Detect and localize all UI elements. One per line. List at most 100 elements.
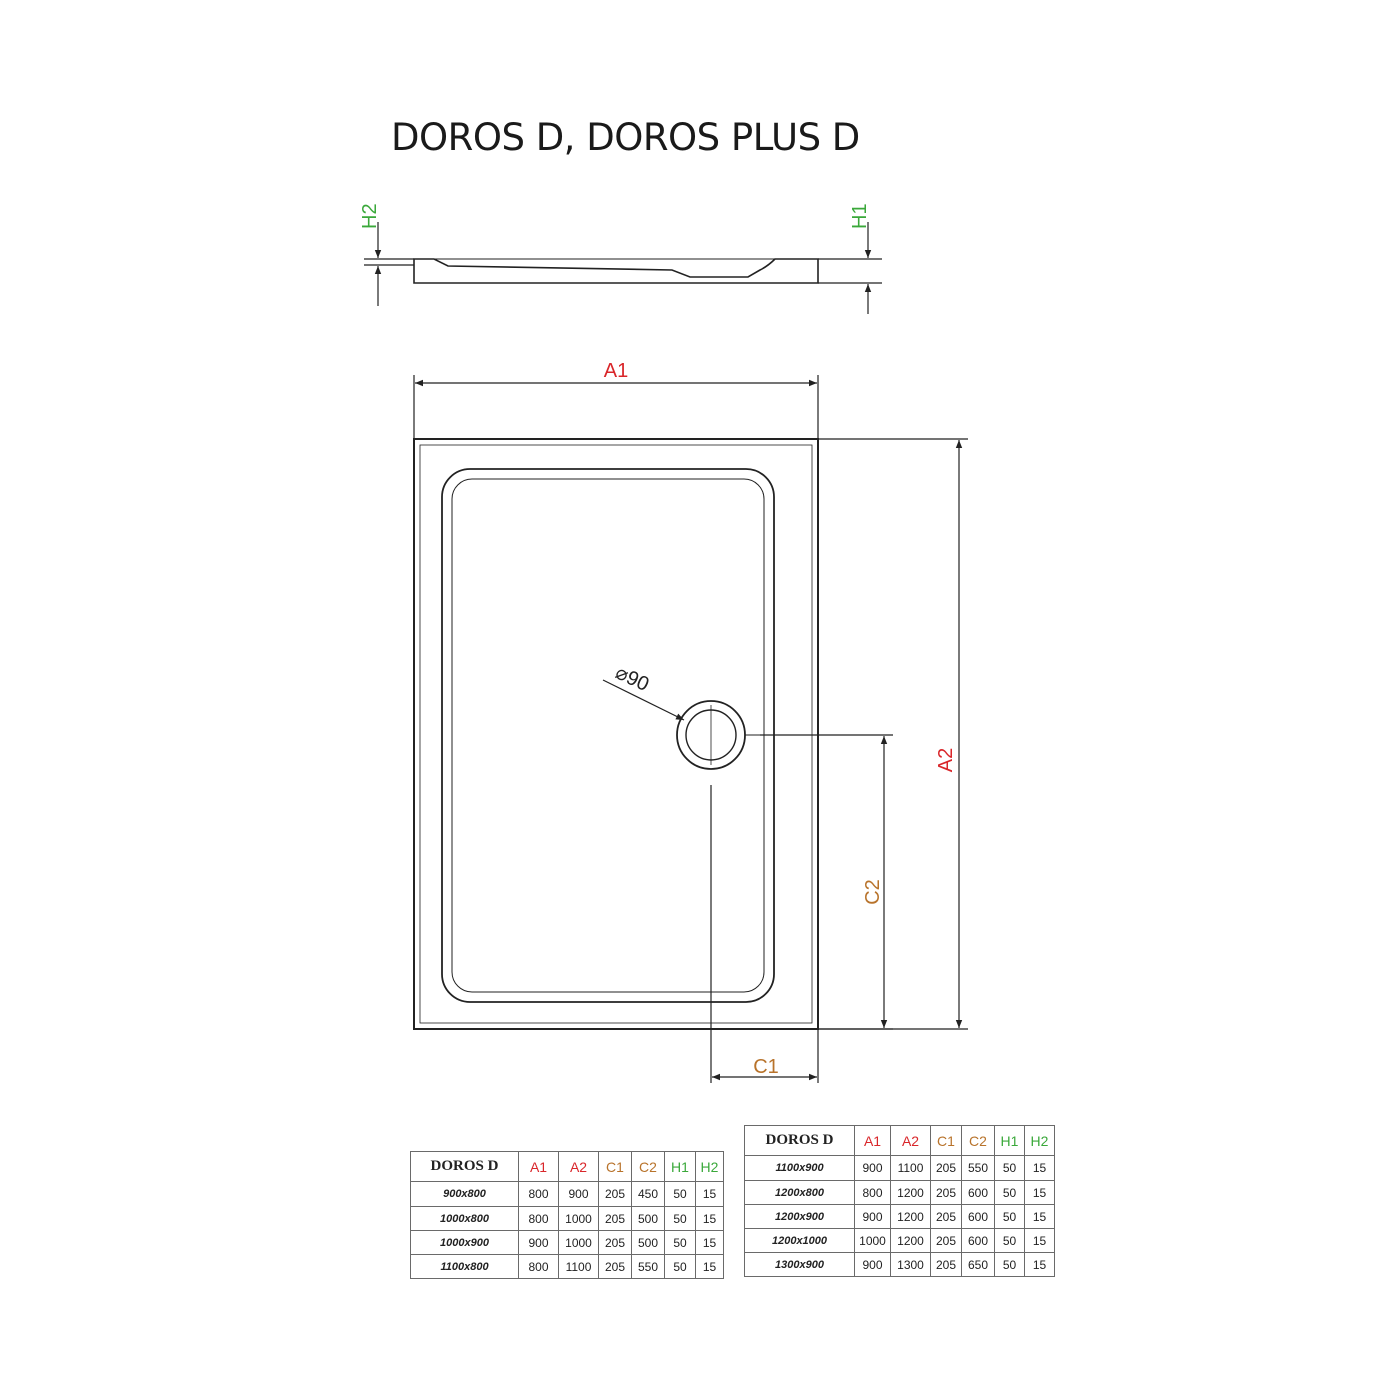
value-cell: 15 xyxy=(695,1206,724,1231)
header-a1: A1 xyxy=(518,1151,559,1182)
drain-leader-line xyxy=(602,679,685,721)
value-cell: 1000 xyxy=(854,1228,891,1253)
table-model-header: DOROS D xyxy=(744,1125,855,1156)
value-cell: 50 xyxy=(994,1204,1025,1229)
value-cell: 15 xyxy=(1024,1204,1055,1229)
size-cell: 1200x1000 xyxy=(744,1228,855,1253)
h2-label: H2 xyxy=(359,203,381,229)
value-cell: 15 xyxy=(1024,1155,1055,1181)
value-cell: 205 xyxy=(598,1206,632,1231)
h1-dimension xyxy=(818,222,882,314)
table-row: 1200x800 800 1200 205 600 50 15 xyxy=(744,1180,1055,1205)
size-cell: 1000x800 xyxy=(410,1206,519,1231)
tray-profile xyxy=(413,258,819,284)
value-cell: 205 xyxy=(930,1228,962,1253)
value-cell: 15 xyxy=(1024,1180,1055,1205)
value-cell: 205 xyxy=(598,1230,632,1255)
value-cell: 50 xyxy=(994,1228,1025,1253)
value-cell: 15 xyxy=(1024,1228,1055,1253)
size-cell: 1200x900 xyxy=(744,1204,855,1229)
value-cell: 15 xyxy=(695,1230,724,1255)
value-cell: 205 xyxy=(598,1254,632,1279)
value-cell: 1000 xyxy=(558,1206,599,1231)
value-cell: 900 xyxy=(558,1181,599,1207)
table-row: 1300x900 900 1300 205 650 50 15 xyxy=(744,1252,1055,1277)
value-cell: 1200 xyxy=(890,1228,931,1253)
value-cell: 50 xyxy=(664,1230,696,1255)
header-a1: A1 xyxy=(854,1125,891,1156)
table-row: 1100x900 900 1100 205 550 50 15 xyxy=(744,1155,1055,1181)
header-c1: C1 xyxy=(930,1125,962,1156)
value-cell: 205 xyxy=(930,1180,962,1205)
value-cell: 650 xyxy=(961,1252,995,1277)
c2-dimension xyxy=(760,734,893,1030)
a1-label: A1 xyxy=(604,360,628,382)
table-row: 900x800 800 900 205 450 50 15 xyxy=(410,1181,724,1207)
value-cell: 205 xyxy=(930,1252,962,1277)
h1-label: H1 xyxy=(849,203,871,229)
size-cell: 900x800 xyxy=(410,1181,519,1207)
tray-plan-view xyxy=(413,438,819,1030)
tray-inner-basin xyxy=(441,468,775,1003)
value-cell: 550 xyxy=(631,1254,665,1279)
header-c1: C1 xyxy=(598,1151,632,1182)
size-cell: 1200x800 xyxy=(744,1180,855,1205)
value-cell: 900 xyxy=(854,1204,891,1229)
value-cell: 15 xyxy=(1024,1252,1055,1277)
value-cell: 15 xyxy=(695,1254,724,1279)
page-title: DOROS D, DOROS PLUS D xyxy=(391,116,860,159)
value-cell: 500 xyxy=(631,1206,665,1231)
value-cell: 205 xyxy=(598,1181,632,1207)
dimensions-table-left: DOROS D A1 A2 C1 C2 H1 H2 900x800 800 90… xyxy=(410,1151,724,1279)
header-h1: H1 xyxy=(994,1125,1025,1156)
header-a2: A2 xyxy=(558,1151,599,1182)
value-cell: 500 xyxy=(631,1230,665,1255)
c1-dimension xyxy=(710,785,819,1083)
value-cell: 205 xyxy=(930,1155,962,1181)
c1-label: C1 xyxy=(753,1056,779,1078)
table-header-row: DOROS D A1 A2 C1 C2 H1 H2 xyxy=(410,1151,724,1182)
value-cell: 1200 xyxy=(890,1180,931,1205)
size-cell: 1300x900 xyxy=(744,1252,855,1277)
a2-label: A2 xyxy=(935,748,957,772)
a2-dimension xyxy=(818,438,968,1030)
a1-dimension xyxy=(413,375,819,439)
value-cell: 800 xyxy=(854,1180,891,1205)
value-cell: 900 xyxy=(854,1252,891,1277)
value-cell: 800 xyxy=(518,1206,559,1231)
header-c2: C2 xyxy=(631,1151,665,1182)
table-row: 1200x900 900 1200 205 600 50 15 xyxy=(744,1204,1055,1229)
value-cell: 600 xyxy=(961,1228,995,1253)
value-cell: 205 xyxy=(930,1204,962,1229)
drain xyxy=(602,679,760,770)
table-model-header: DOROS D xyxy=(410,1151,519,1182)
value-cell: 50 xyxy=(994,1155,1025,1181)
header-h2: H2 xyxy=(695,1151,724,1182)
value-cell: 900 xyxy=(854,1155,891,1181)
table-header-row: DOROS D A1 A2 C1 C2 H1 H2 xyxy=(744,1125,1055,1156)
value-cell: 550 xyxy=(961,1155,995,1181)
table-row: 1000x900 900 1000 205 500 50 15 xyxy=(410,1230,724,1255)
value-cell: 1100 xyxy=(890,1155,931,1181)
value-cell: 600 xyxy=(961,1204,995,1229)
size-cell: 1000x900 xyxy=(410,1230,519,1255)
header-c2: C2 xyxy=(961,1125,995,1156)
header-a2: A2 xyxy=(890,1125,931,1156)
tray-outer-edge xyxy=(413,438,819,1030)
value-cell: 50 xyxy=(994,1180,1025,1205)
value-cell: 50 xyxy=(664,1181,696,1207)
table-row: 1100x800 800 1100 205 550 50 15 xyxy=(410,1254,724,1279)
table-row: 1000x800 800 1000 205 500 50 15 xyxy=(410,1206,724,1231)
value-cell: 50 xyxy=(664,1254,696,1279)
value-cell: 800 xyxy=(518,1254,559,1279)
value-cell: 800 xyxy=(518,1181,559,1207)
c2-label: C2 xyxy=(862,879,884,905)
h2-dimension xyxy=(364,222,414,306)
value-cell: 50 xyxy=(664,1206,696,1231)
value-cell: 900 xyxy=(518,1230,559,1255)
table-row: 1200x1000 1000 1200 205 600 50 15 xyxy=(744,1228,1055,1253)
dimensions-table-right: DOROS D A1 A2 C1 C2 H1 H2 1100x900 900 1… xyxy=(744,1125,1055,1277)
header-h2: H2 xyxy=(1024,1125,1055,1156)
drain-diameter-label: ⌀90 xyxy=(612,662,652,696)
